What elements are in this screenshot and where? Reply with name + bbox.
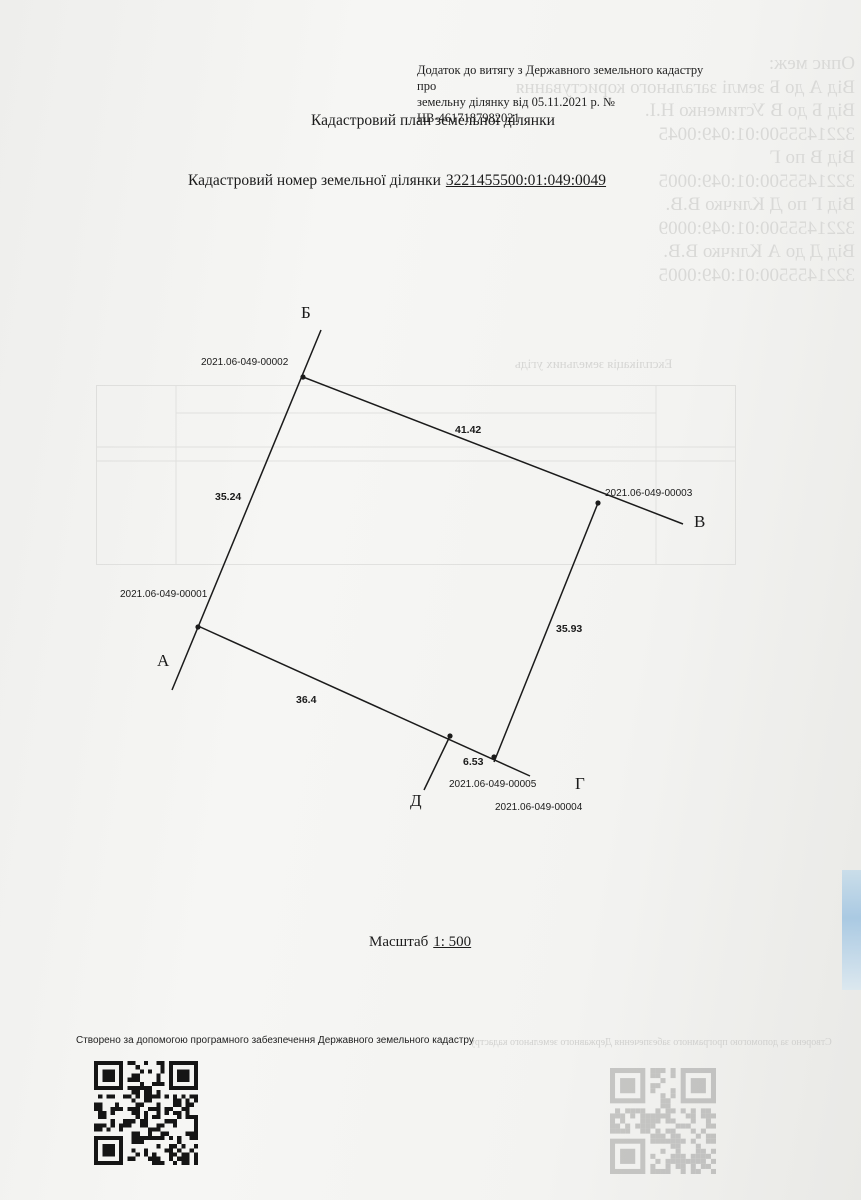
length-b-v: 41.42 — [455, 424, 481, 436]
vertex-d — [447, 733, 453, 739]
length-d-g: 6.53 — [463, 756, 484, 768]
page-title: Кадастровий план земельної ділянки — [311, 112, 555, 129]
length-a-b: 35.24 — [215, 491, 241, 503]
vertex-b — [300, 374, 306, 380]
header-note: Додаток до витягу з Державного земельног… — [417, 62, 717, 126]
bleed-through-qr — [610, 1068, 716, 1174]
background-edge — [842, 870, 861, 990]
point-letter-a: А — [157, 651, 170, 670]
vertex-g — [491, 754, 497, 760]
vertex-a — [195, 624, 201, 630]
header-note-line2: земельну ділянку від 05.11.2021 р. № НВ-… — [417, 95, 615, 125]
qr-code-icon — [94, 1061, 198, 1165]
boundary-line-a-g — [197, 625, 531, 777]
footer-text: Створено за допомогою програмного забезп… — [76, 1035, 474, 1046]
boundary-line-v-g — [493, 502, 599, 763]
vertex-v — [595, 500, 601, 506]
scale-label: Масштаб — [369, 934, 429, 950]
boundary-line-d — [423, 735, 451, 791]
point-letter-d: Д — [410, 791, 422, 810]
boundary-line-b-v — [302, 376, 684, 525]
point-letter-b: Б — [301, 303, 311, 322]
point-letter-v: В — [694, 512, 705, 531]
header-note-line1: Додаток до витягу з Державного земельног… — [417, 63, 704, 93]
point-code-d: 2021.06-049-00005 — [449, 779, 537, 790]
point-code-v: 2021.06-049-00003 — [605, 488, 693, 499]
point-code-b: 2021.06-049-00002 — [201, 357, 289, 368]
length-a-d: 36.4 — [296, 694, 317, 706]
boundary-line-a-b — [171, 329, 322, 691]
bleed-through-table — [96, 385, 736, 565]
point-code-g: 2021.06-049-00004 — [495, 802, 583, 813]
cadastral-number-label: Кадастровий номер земельної ділянки — [188, 172, 441, 189]
point-letter-g: Г — [575, 774, 585, 793]
scale-value: 1: 500 — [433, 934, 472, 950]
length-v-g: 35.93 — [556, 623, 582, 635]
point-code-a: 2021.06-049-00001 — [120, 589, 208, 600]
cadastral-number: 3221455500:01:049:0049 — [445, 172, 607, 189]
